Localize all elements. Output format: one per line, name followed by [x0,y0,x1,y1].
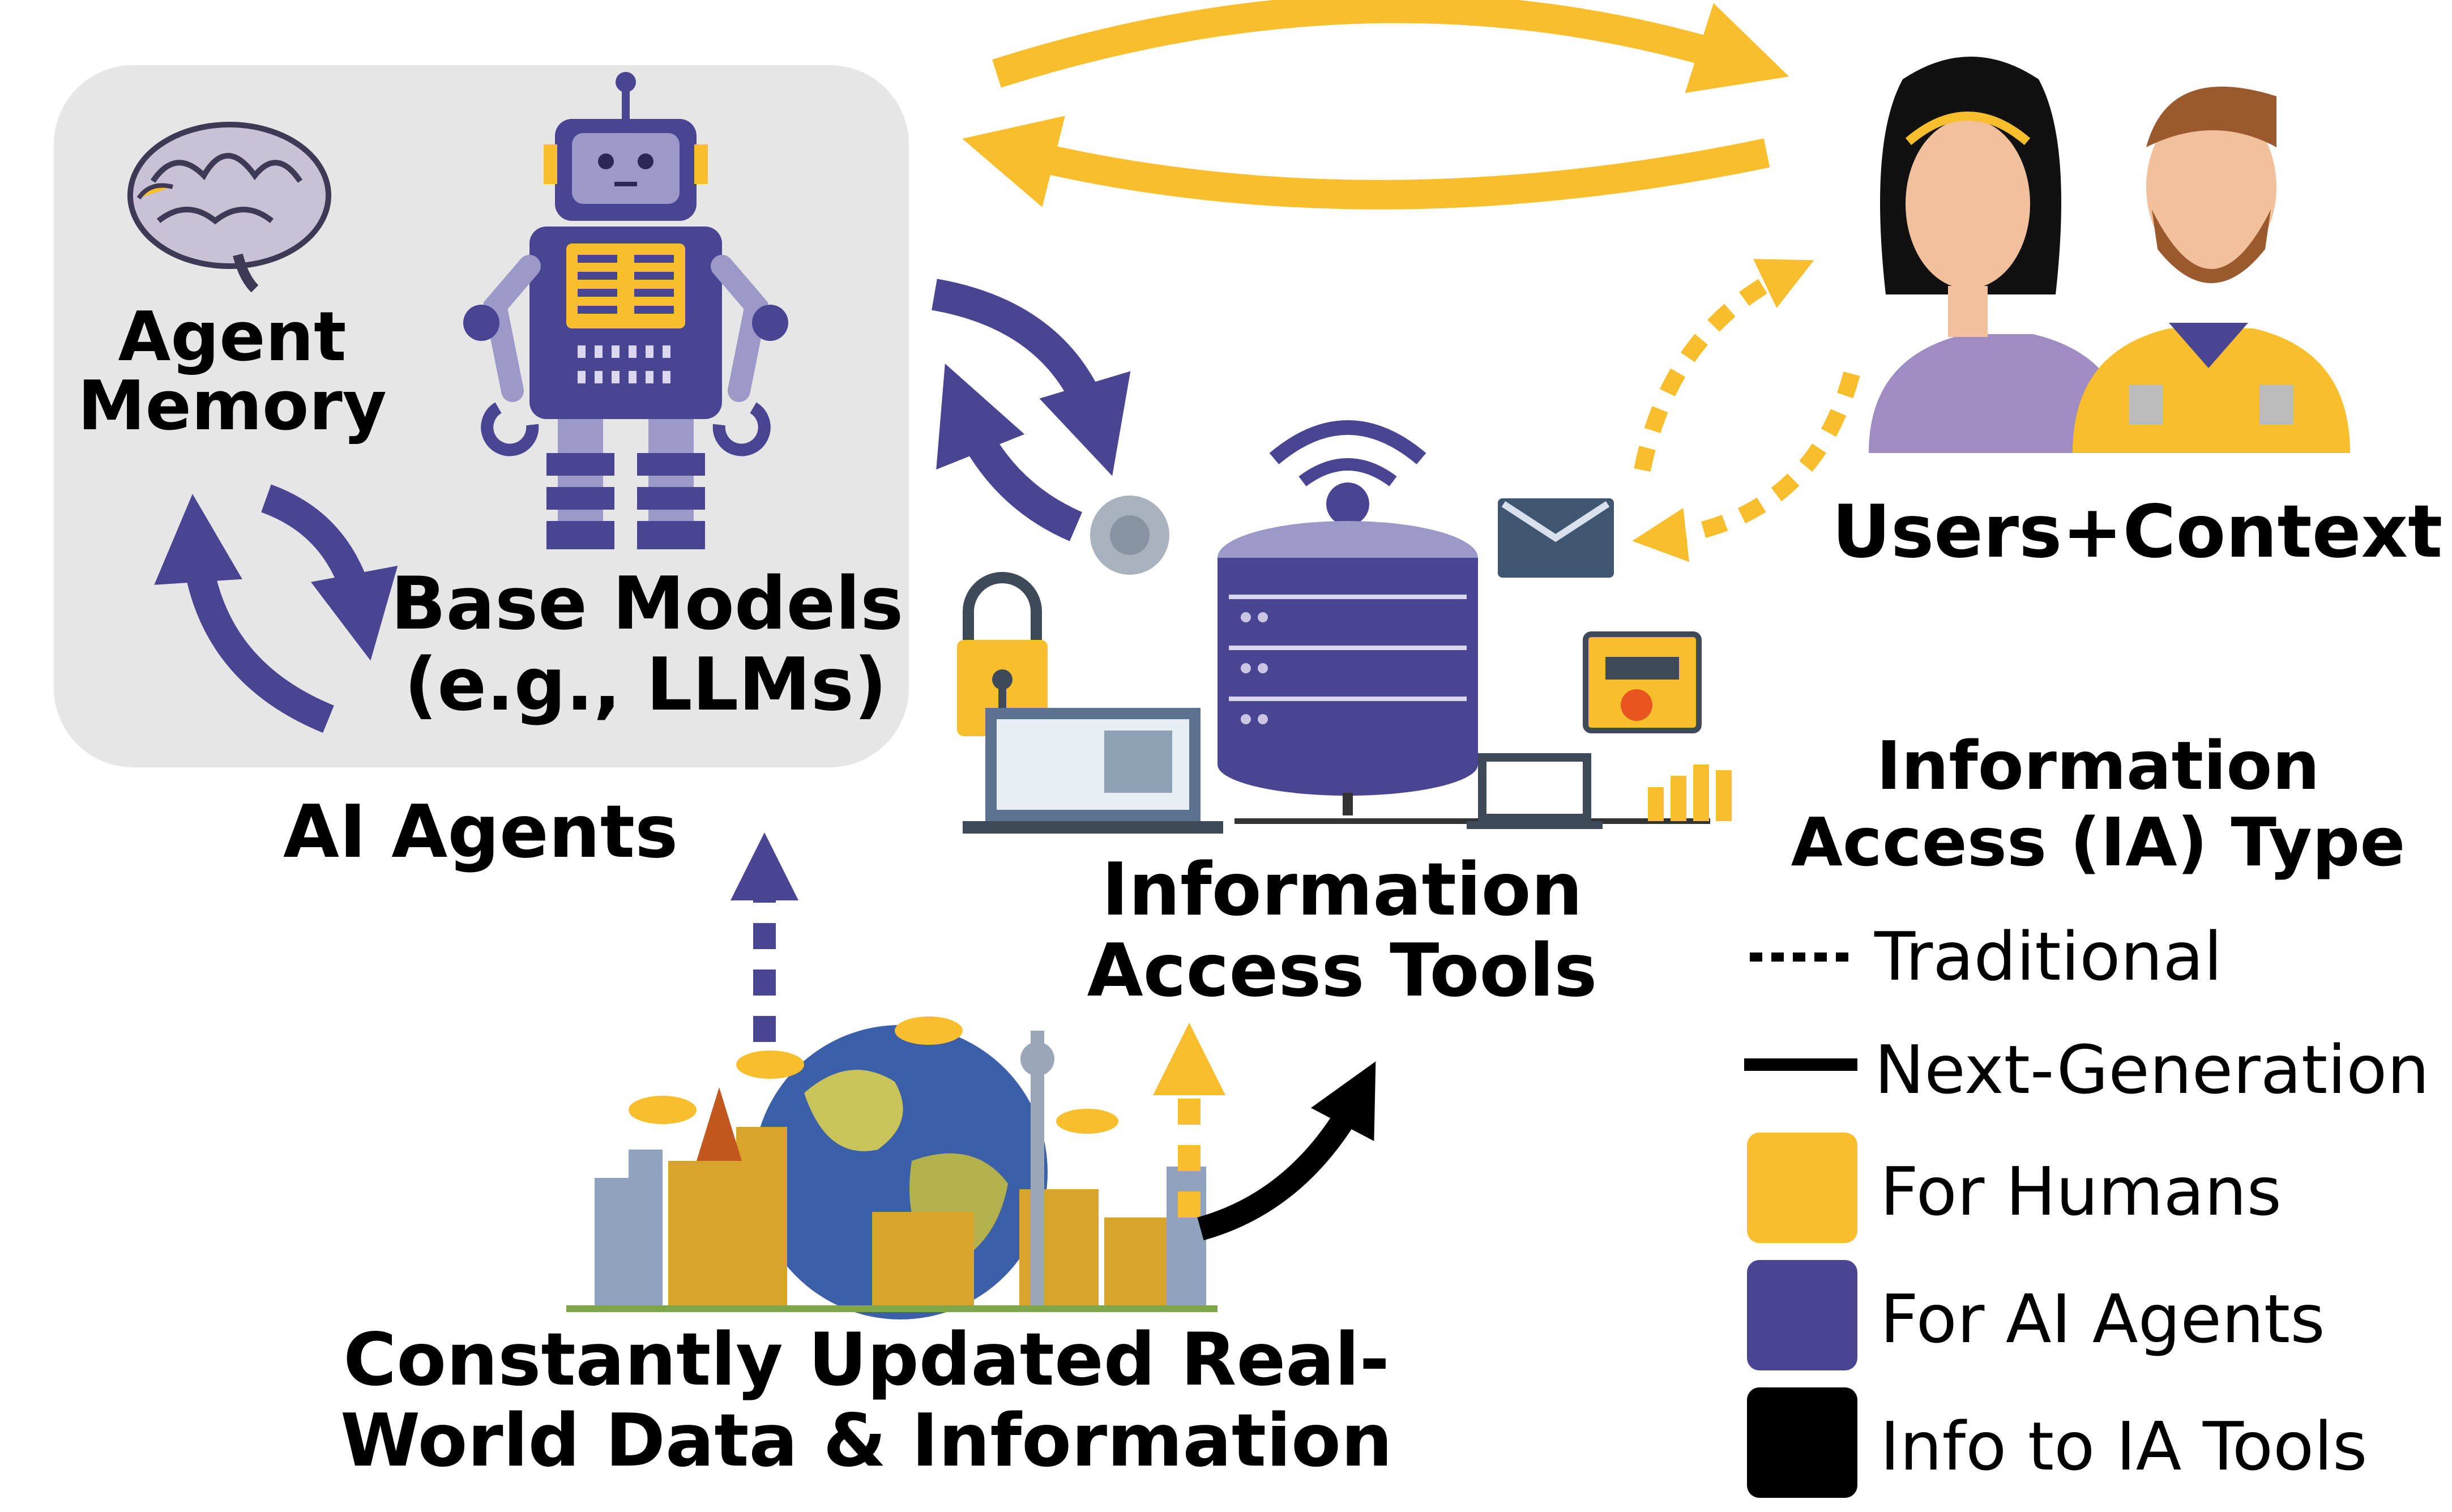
real-world-data-line2: World Data & Information [340,1399,1393,1484]
base-models-line1: Base Models [391,562,904,646]
information-access-tools-illustration [957,420,1732,834]
legend-label-for-humans: For Humans [1880,1152,2282,1231]
globe-city-icon [566,1016,1218,1319]
users-to-agents-arrow [962,116,1770,210]
legend-label-info-to-ia-tools: Info to IA Tools [1880,1407,2368,1485]
legend-title: Information Access (IA) Type [1755,728,2441,880]
ia-tools-line1: Information [1101,848,1583,932]
users-to-tools-dotted-arrow [1632,371,1860,562]
legend-label-traditional: Traditional [1874,917,2223,996]
legend-swatch-humans [1747,1133,1857,1243]
base-models-line2: (e.g., LLMs) [404,643,887,728]
wifi-icon [1269,420,1426,464]
legend-label-for-ai-agents: For AI Agents [1880,1280,2325,1358]
brain-icon [127,122,331,293]
laptop-icon [963,708,1223,834]
people-icon [1869,57,2350,453]
email-icon [1498,498,1614,578]
agent-memory-line2: Memory [78,367,387,446]
legend-title-line1: Information [1876,727,2320,805]
memory-to-models-arrow [260,484,398,661]
robot-icon [463,72,788,549]
ia-tools-label: Information Access Tools [1059,849,1625,1012]
models-to-memory-arrow [154,494,334,733]
users-context-label: Users+Context [1832,490,2443,574]
data-to-tools-arrow [1197,1061,1376,1241]
tools-to-users-dotted-arrow [1634,259,1814,472]
agents-to-tools-arrow [932,279,1131,476]
database-server-icon [1218,521,1710,824]
ai-agents-label: AI Agents [283,790,678,874]
legend-swatch-agents [1747,1260,1857,1370]
small-laptop-icon [1467,753,1603,829]
agent-memory-line1: Agent [118,298,347,377]
bar-chart-icon [1648,764,1732,821]
agents-to-users-arrow [992,0,1789,93]
agent-memory-label: Agent Memory [68,298,396,446]
real-world-data-line1: Constantly Updated Real- [343,1318,1390,1402]
real-world-data-label: Constantly Updated Real- World Data & In… [328,1319,1404,1482]
gear-icon [1090,496,1169,575]
legend-title-line2: Access (IA) Type [1791,802,2406,881]
legend-label-next-generation: Next-Generation [1874,1031,2430,1109]
legend-swatch-info [1747,1387,1857,1498]
ia-tools-line2: Access Tools [1087,929,1597,1014]
tools-to-agents-arrow [936,364,1083,541]
base-models-label: Base Models (e.g., LLMs) [391,562,904,728]
settings-card-icon [1583,631,1702,733]
